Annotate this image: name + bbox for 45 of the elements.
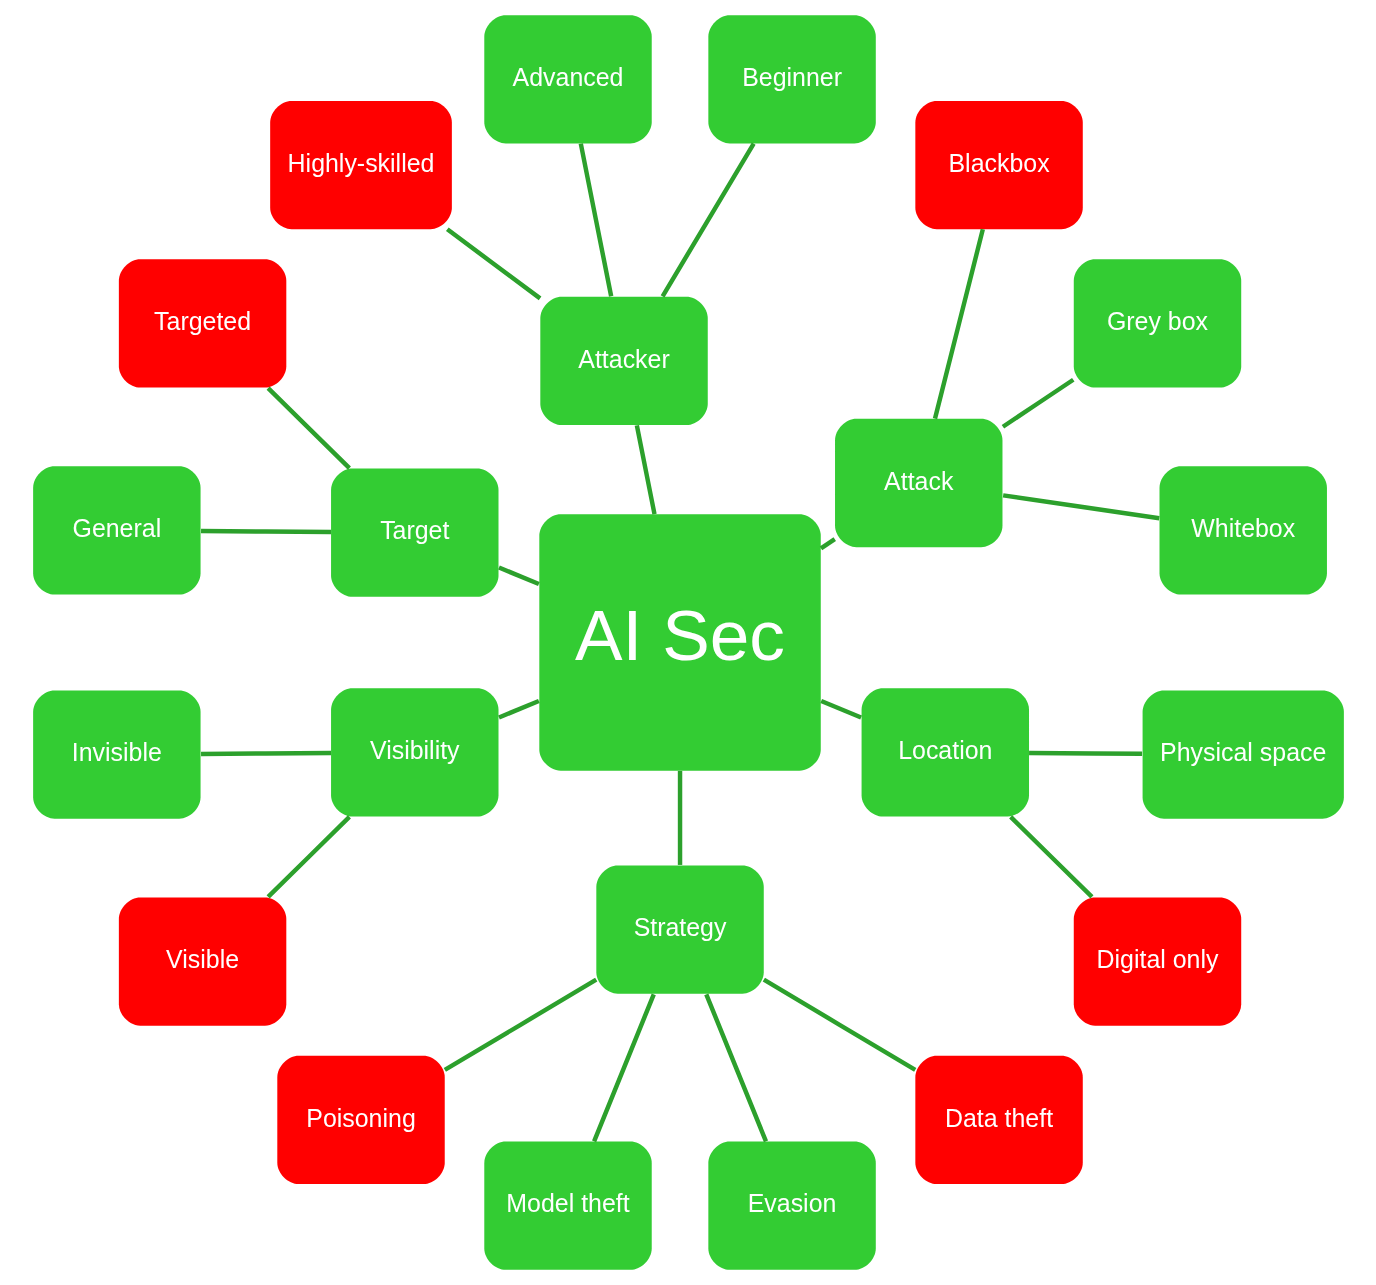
connector — [819, 698, 862, 720]
node-box: Target — [330, 468, 498, 597]
node-box: Highly-skilled — [269, 100, 452, 230]
connector — [634, 424, 657, 515]
node-box: Attack — [834, 418, 1002, 548]
connector — [200, 528, 331, 535]
connector — [677, 770, 682, 865]
node-box: Visible — [118, 897, 286, 1026]
node-box: Model theft — [483, 1141, 652, 1270]
node-box: Invisible — [32, 690, 201, 819]
connector — [443, 977, 597, 1072]
node-box: Physical space — [1142, 690, 1344, 819]
node-box: Location — [861, 688, 1029, 817]
connector — [1002, 493, 1160, 521]
node-box: Blackbox — [914, 100, 1083, 230]
connector — [762, 977, 916, 1072]
connector — [497, 565, 540, 587]
node-box: Digital only — [1073, 897, 1241, 1026]
connector — [266, 386, 351, 470]
node-box: Whitebox — [1159, 466, 1327, 595]
connector — [578, 143, 613, 297]
node-box: Targeted — [118, 259, 286, 388]
connector — [703, 993, 768, 1143]
node-box: Grey box — [1073, 259, 1241, 388]
connector — [932, 228, 985, 420]
node-box: Attacker — [539, 296, 708, 426]
node-box: Beginner — [707, 15, 876, 144]
connector — [266, 815, 351, 899]
node-box: General — [32, 466, 201, 595]
connector — [200, 750, 331, 757]
node-box: Advanced — [483, 15, 652, 144]
connector — [1008, 815, 1093, 899]
connector — [591, 993, 656, 1143]
connector — [497, 698, 540, 720]
node-box: Evasion — [707, 1141, 876, 1270]
connector — [1028, 750, 1142, 757]
connector — [445, 227, 541, 301]
connector — [660, 142, 756, 298]
connector — [1001, 377, 1074, 429]
connector — [819, 537, 836, 551]
node-box: Strategy — [595, 865, 764, 994]
node-box: Visibility — [330, 688, 498, 817]
node-box: Data theft — [914, 1055, 1083, 1185]
node-box: AI Sec — [538, 514, 821, 771]
node-box: Poisoning — [276, 1055, 445, 1185]
